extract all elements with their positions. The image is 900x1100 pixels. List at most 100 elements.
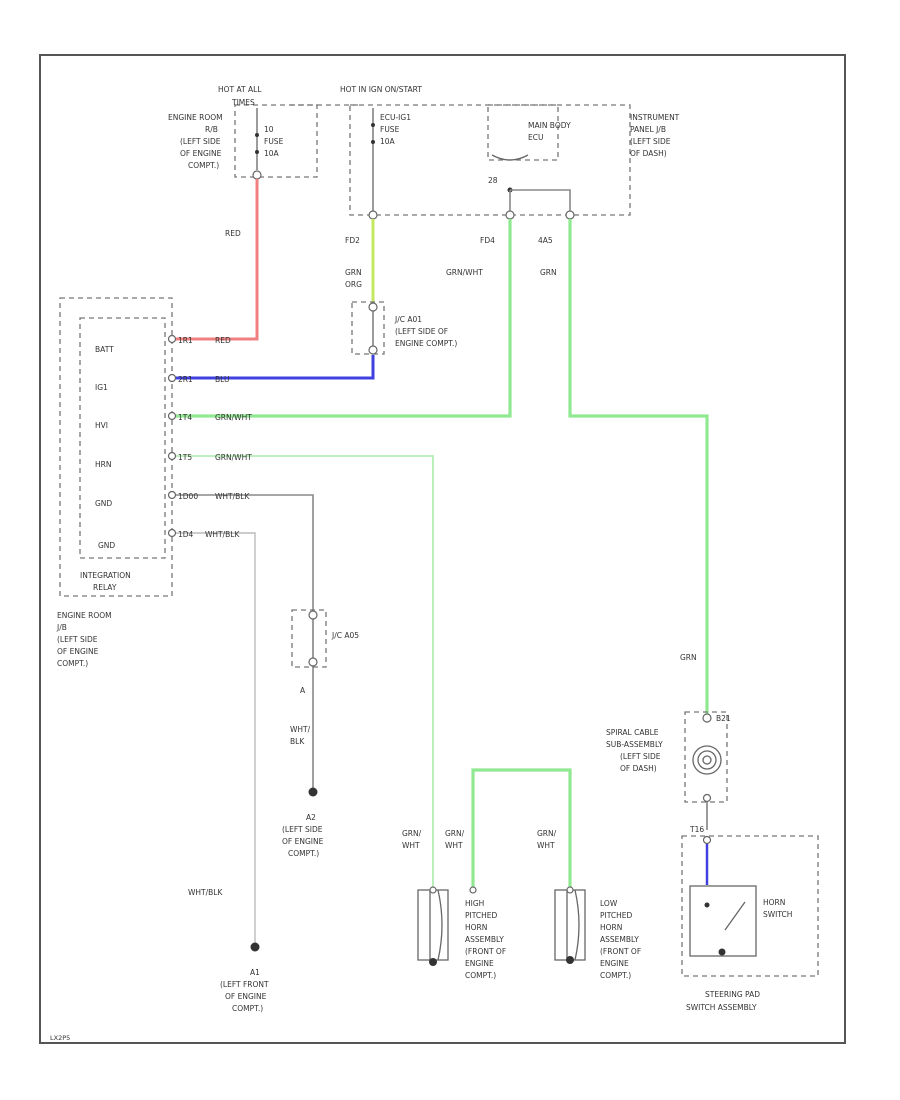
engine-room-rb-box [234,104,318,178]
spiral-cable-2: SUB-ASSEMBLY [606,740,663,749]
high-horn-3: HORN [465,923,487,932]
jc-a05-pin-top [308,610,318,620]
jc-a01-pin-top [368,302,378,312]
jc-a05-pin-bottom [308,657,318,667]
spiral-pin-label: B21 [716,714,731,723]
engine-room-jb-1: ENGINE ROOM [57,611,112,620]
engine-room-rb-5: COMPT.) [188,161,219,170]
spiral-pin-bottom [702,793,712,803]
ground-a2-dot [308,787,318,797]
steer-pin-label: T16 [689,825,704,834]
horn-fuse-1: 10 [264,125,274,134]
engine-room-jb-3: (LEFT SIDE [57,635,98,644]
pin-fd4 [505,210,515,220]
wire-wht-blk-gnd1 [172,494,314,610]
wire-label-5: WHT/BLK [215,492,250,501]
engine-room-jb-5: COMPT.) [57,659,88,668]
engine-room-rb-2: R/B [205,125,218,134]
relay-pin-ig1: IG1 [95,383,108,392]
jc-a01-3: ENGINE COMPT.) [395,339,457,348]
ground-a1-2: (LEFT FRONT [220,980,269,989]
spiral-coil-icon [692,745,722,775]
ground-a2-2: (LEFT SIDE [282,825,323,834]
low-horn-5: (FRONT OF [600,947,641,956]
wire-ecu-link [509,189,571,211]
relay-pin-gnd1: GND [95,499,112,508]
low-horn-2: PITCHED [600,911,632,920]
integration-relay-1: INTEGRATION [80,571,131,580]
hot-at-all-times-1: HOT AT ALL [218,85,262,94]
engine-room-jb-box [59,297,173,597]
wire-label-2: BLU [215,375,229,384]
ground-a1-dot [250,942,260,952]
engine-room-jb-2: J/B [56,623,67,632]
horn-wire-3a: GRN/ [537,829,557,838]
instrument-panel-4: OF DASH) [630,149,667,158]
ecu-fuse-symbol [371,108,375,212]
spiral-cable-1: SPIRAL CABLE [606,728,659,737]
engine-room-rb-1: ENGINE ROOM [168,113,223,122]
low-horn-4: ASSEMBLY [600,935,639,944]
wire-wht-blk-left: WHT/BLK [188,888,223,897]
main-body-ecu-1: MAIN BODY [528,121,571,130]
ecu-connector-symbol [491,154,529,161]
wire-label-4: GRN/WHT [215,453,252,462]
wire-red-label: RED [225,229,241,238]
low-horn-icon [554,886,586,964]
conn-fd2-label: FD2 [345,236,360,245]
high-horn-2: PITCHED [465,911,497,920]
pin-label-4: 1T5 [178,453,192,462]
hot-at-all-times-2: TIMES [231,98,255,107]
engine-room-rb-3: (LEFT SIDE [180,137,221,146]
high-horn-6: ENGINE [465,959,494,968]
wire-wht-blk-mid-2: BLK [290,737,305,746]
wire-grn-spiral [568,219,709,715]
wire-wht-blk-mid-1: WHT/ [290,725,311,734]
relay-pin-gnd2: GND [98,541,115,550]
low-horn-1: LOW [600,899,618,908]
wire-wht-blk-gnd2 [172,532,256,945]
ground-a1-3: OF ENGINE [225,992,267,1001]
pin-label-1: 1R1 [178,336,193,345]
wire-grn-top: GRN [540,268,557,277]
horn-switch-ground [718,948,726,956]
ground-a2-1: A2 [306,813,316,822]
high-horn-5: (FRONT OF [465,947,506,956]
conn-fd4-label: FD4 [480,236,495,245]
steer-pin [702,835,712,845]
integration-relay-box [79,317,166,559]
steering-pad-box [681,835,819,977]
horn-fuse-2: FUSE [264,137,284,146]
ground-a2-3: OF ENGINE [282,837,324,846]
pin-horn-fuse [252,170,262,180]
wire-red [172,179,259,341]
horn-switch-contact-top [704,902,710,908]
spiral-pin-top [702,713,712,723]
jc-a01-2: (LEFT SIDE OF [395,327,448,336]
ground-a1-4: COMPT.) [232,1004,263,1013]
wire-grn-org-1: GRN [345,268,362,277]
pin-label-6: 1D4 [178,530,194,539]
wire-label-6: WHT/BLK [205,530,240,539]
wire-blu [172,355,375,380]
steering-pad-2: SWITCH ASSEMBLY [686,1003,757,1012]
wire-grn-wht-top: GRN/WHT [446,268,483,277]
jc-a01-pin-bottom [368,345,378,355]
engine-room-jb-4: OF ENGINE [57,647,99,656]
instrument-panel-2: PANEL J/B [630,125,666,134]
high-horn-7: COMPT.) [465,971,496,980]
spiral-cable-box [684,711,728,803]
pin-4a5 [565,210,575,220]
wire-grn-wht-hrn [172,455,434,890]
relay-pin-hrn: HRN [95,460,111,469]
engine-room-rb-4: OF ENGINE [180,149,222,158]
horn-switch-2: SWITCH [763,910,792,919]
relay-pins [167,334,177,538]
ground-a1-1: A1 [250,968,260,977]
horn-fuse-3: 10A [264,149,280,158]
pin-label-5: 1D00 [178,492,198,501]
horn-switch-blade [724,901,746,931]
relay-pin-batt: BATT [95,345,114,354]
steering-pad-1: STEERING PAD [705,990,760,999]
